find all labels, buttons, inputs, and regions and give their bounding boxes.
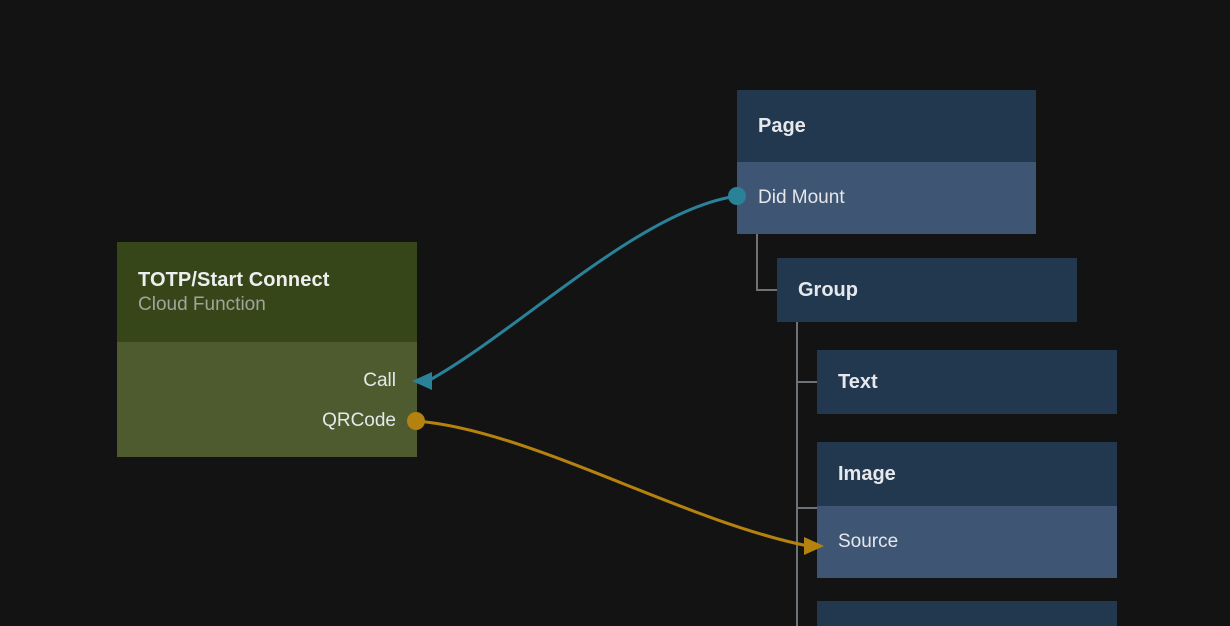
- edge-did-mount-to-call: [426, 194, 739, 383]
- cloud-function-node[interactable]: TOTP/Start Connect Cloud Function Call Q…: [117, 242, 417, 457]
- partial-node-below[interactable]: [817, 601, 1117, 626]
- cloud-function-subtitle: Cloud Function: [138, 293, 266, 315]
- text-node-header: Text: [817, 350, 1117, 414]
- group-node-title: Group: [798, 278, 858, 301]
- text-node[interactable]: Text: [817, 350, 1117, 414]
- port-label-qrcode: QRCode: [322, 410, 396, 431]
- port-row-call[interactable]: Call: [117, 361, 417, 401]
- property-label-source: Source: [838, 531, 899, 552]
- group-node-header: Group: [777, 258, 1077, 322]
- cloud-function-title: TOTP/Start Connect: [138, 268, 330, 291]
- partial-node-header: [817, 601, 1117, 626]
- text-node-title: Text: [838, 370, 878, 393]
- image-node[interactable]: Image Source: [817, 442, 1117, 578]
- page-node-property-did-mount[interactable]: Did Mount: [737, 162, 1036, 234]
- image-node-title: Image: [838, 462, 896, 485]
- group-node[interactable]: Group: [777, 258, 1077, 322]
- property-label-did-mount: Did Mount: [758, 187, 845, 208]
- cloud-function-node-header: TOTP/Start Connect Cloud Function: [117, 242, 417, 342]
- port-row-qrcode[interactable]: QRCode: [117, 401, 417, 441]
- page-node-header: Page: [737, 90, 1036, 162]
- page-node-title: Page: [758, 114, 806, 137]
- edge-qrcode-to-source: [414, 419, 810, 548]
- cloud-function-node-body: Call QRCode: [117, 342, 417, 457]
- port-label-call: Call: [363, 370, 396, 391]
- image-node-property-source[interactable]: Source: [817, 506, 1117, 578]
- image-node-header: Image: [817, 442, 1117, 506]
- page-node[interactable]: Page Did Mount: [737, 90, 1036, 234]
